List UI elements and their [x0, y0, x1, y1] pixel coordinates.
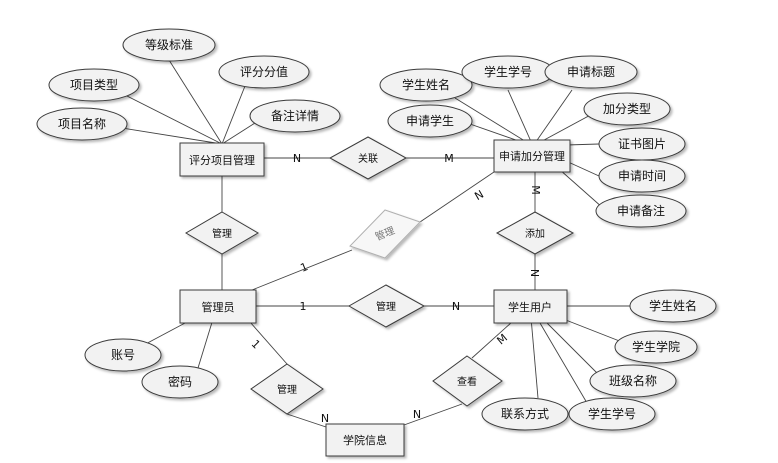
attr-password[interactable]: 密码 [141, 365, 219, 399]
line-score-value [221, 85, 246, 145]
attr-score-value-label: 评分分值 [240, 64, 288, 79]
rel-associate[interactable]: 关联 [328, 136, 408, 180]
attr-student-college-label: 学生学院 [632, 339, 680, 354]
attr-applicant-name[interactable]: 学生姓名 [379, 68, 473, 102]
line-apply-title [532, 89, 573, 147]
attr-item-type-label: 项目类型 [70, 78, 118, 92]
entity-admin-label: 管理员 [202, 300, 235, 314]
attr-cert-image-label: 证书图片 [618, 137, 666, 151]
card-admin-student-n: N [452, 300, 460, 313]
attr-class-name-label: 班级名称 [609, 373, 657, 388]
card-college-view-n: N [413, 408, 421, 421]
attr-item-type[interactable]: 项目类型 [48, 68, 140, 102]
attr-grade-standard[interactable]: 等级标准 [122, 28, 216, 62]
rel-add-label: 添加 [525, 227, 545, 240]
attr-applicant-id-label: 学生学号 [484, 64, 532, 79]
line-manage-college [286, 413, 327, 428]
attr-account[interactable]: 账号 [84, 338, 162, 372]
attr-bonus-type[interactable]: 加分类型 [583, 92, 671, 126]
line-manage-bonus [419, 171, 495, 223]
entity-score-item-mgmt-label: 评分项目管理 [189, 153, 255, 167]
line-applicant-name [454, 97, 534, 147]
attr-remark-detail-label: 备注详情 [271, 108, 319, 123]
attr-item-name[interactable]: 项目名称 [36, 107, 128, 141]
card-admin-bonus-n: N [472, 188, 486, 203]
attr-apply-title[interactable]: 申请标题 [544, 55, 638, 89]
attr-apply-remark-label: 申请备注 [617, 203, 665, 218]
attr-student-id-label: 学生学号 [588, 406, 636, 421]
attr-account-label: 账号 [111, 348, 135, 362]
card-admin-college-one: 1 [249, 337, 263, 351]
rel-view[interactable]: 查看 [432, 355, 503, 407]
entity-student-user[interactable]: 学生用户 [493, 289, 568, 324]
attr-applicant-name-label: 学生姓名 [402, 77, 450, 92]
attr-apply-time[interactable]: 申请时间 [598, 159, 686, 193]
attr-cert-image[interactable]: 证书图片 [598, 127, 686, 161]
entity-score-item-mgmt[interactable]: 评分项目管理 [179, 142, 265, 177]
rel-manage-college-label: 管理 [277, 383, 297, 396]
attr-contact[interactable]: 联系方式 [481, 397, 569, 431]
attr-apply-title-label: 申请标题 [567, 65, 615, 79]
attr-student-college[interactable]: 学生学院 [614, 330, 698, 364]
attr-grade-standard-label: 等级标准 [145, 38, 193, 52]
attr-apply-student[interactable]: 申请学生 [387, 104, 473, 138]
attr-apply-student-label: 申请学生 [406, 113, 454, 128]
attr-remark-detail[interactable]: 备注详情 [249, 99, 341, 133]
line-view-student [471, 321, 513, 359]
card-item-assoc: N [293, 152, 301, 165]
rel-manage-student-label: 管理 [376, 300, 396, 313]
attr-applicant-id[interactable]: 学生学号 [461, 55, 555, 89]
card-assoc-bonus: M [444, 152, 454, 165]
rel-manage-student[interactable]: 管理 [347, 284, 426, 328]
entity-college-info[interactable]: 学院信息 [325, 423, 405, 457]
line-applicant-id [507, 89, 534, 147]
entity-college-info-label: 学院信息 [343, 433, 387, 447]
attr-apply-time-label: 申请时间 [618, 169, 666, 183]
attr-password-label: 密码 [168, 374, 192, 389]
card-admin-bonus-one: 1 [299, 260, 310, 275]
rel-manage-item[interactable]: 管理 [185, 211, 259, 255]
attr-score-value[interactable]: 评分分值 [218, 55, 310, 89]
rel-add[interactable]: 添加 [495, 211, 575, 255]
attr-student-name[interactable]: 学生姓名 [629, 289, 717, 323]
attr-student-id[interactable]: 学生学号 [568, 397, 656, 431]
card-admin-student-one: 1 [300, 300, 307, 313]
entity-bonus-mgmt-label: 申请加分管理 [499, 149, 565, 163]
line-item-name [121, 127, 223, 145]
attr-item-name-label: 项目名称 [58, 116, 106, 131]
attr-class-name[interactable]: 班级名称 [589, 364, 677, 398]
entity-bonus-mgmt[interactable]: 申请加分管理 [493, 139, 571, 173]
attr-apply-remark[interactable]: 申请备注 [595, 194, 687, 228]
rel-view-label: 查看 [457, 375, 477, 388]
line-college-view [403, 403, 463, 426]
card-view-student-m: M [495, 331, 511, 347]
attr-student-name-label: 学生姓名 [649, 298, 697, 313]
line-remark-detail [221, 122, 256, 145]
rel-manage-bonus[interactable]: 管理 [349, 209, 421, 259]
line-item-type [124, 94, 223, 145]
entity-student-user-label: 学生用户 [508, 300, 552, 314]
line-admin-manage-college [249, 321, 288, 365]
attr-contact-label: 联系方式 [501, 406, 549, 421]
rel-manage-college[interactable]: 管理 [250, 363, 324, 415]
rel-associate-label: 关联 [358, 152, 378, 165]
attr-bonus-type-label: 加分类型 [603, 102, 651, 116]
card-college-admin-n: N [321, 412, 329, 425]
line-grade-standard [168, 59, 223, 145]
line-admin-manage-bonus [251, 249, 353, 291]
entity-admin[interactable]: 管理员 [179, 289, 257, 324]
card-bonus-add: M [529, 185, 542, 195]
card-add-student: N [528, 269, 541, 277]
rel-manage-item-label: 管理 [212, 227, 232, 240]
